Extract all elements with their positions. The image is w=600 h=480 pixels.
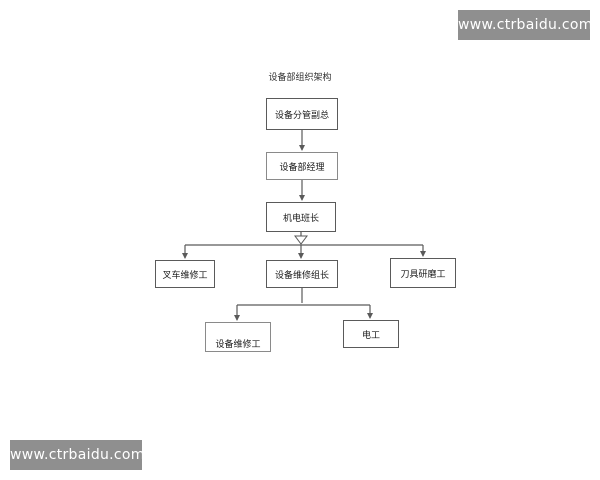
node-electromechanical-monitor: 机电班长 [266,202,336,232]
node-maintenance-group-leader: 设备维修组长 [266,260,338,288]
node-equipment-repairer: 设备维修工 [205,322,271,352]
node-forklift-repairer: 叉车维修工 [155,260,215,288]
junction-hollow-arrow-icon [294,235,308,245]
watermark-bottom: www.ctrbaidu.com [10,440,144,470]
chart-title: 设备部组织架构 [268,73,332,83]
node-electrician: 电工 [343,320,399,348]
node-tool-grinder: 刀具研磨工 [390,258,456,288]
node-equipment-deputy-gm: 设备分管副总 [266,98,338,130]
node-equipment-manager: 设备部经理 [266,152,338,180]
watermark-top: www.ctrbaidu.com [458,10,592,40]
